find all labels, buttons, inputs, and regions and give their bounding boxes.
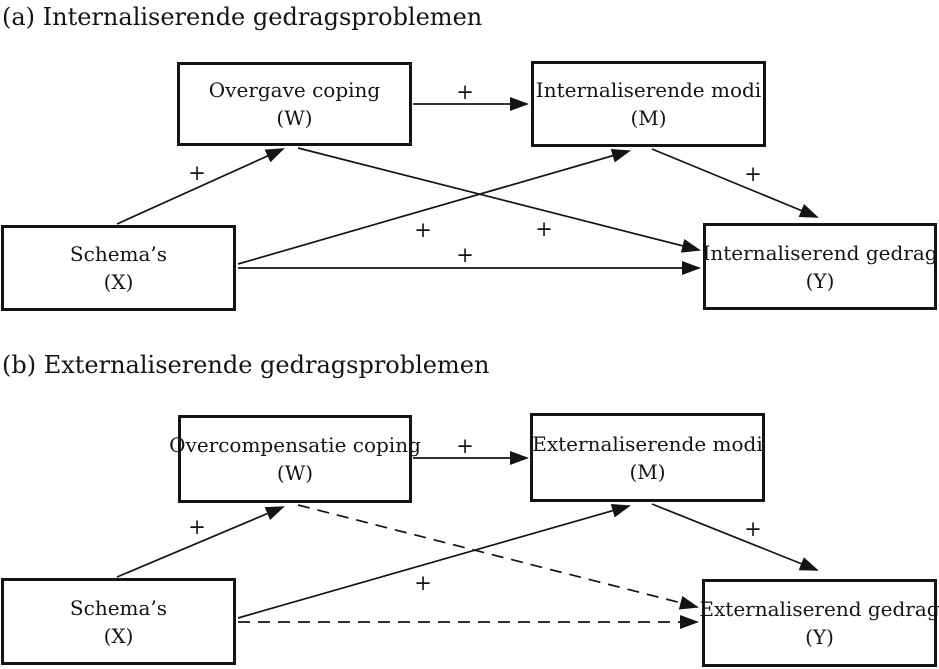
panel-a-box-x-schemas: Schema’s (X) (1, 225, 236, 311)
box-label: Overgave coping (208, 78, 381, 102)
panel-b-sign-m-to-y: + (744, 517, 762, 541)
box-symbol: (M) (630, 106, 667, 130)
box-symbol: (X) (103, 623, 134, 648)
box-symbol: (W) (276, 106, 313, 130)
panel-b-sign-w-to-m: + (456, 434, 474, 458)
box-symbol: (W) (276, 461, 314, 485)
box-label: Schema’s (69, 242, 168, 266)
box-symbol: (M) (629, 459, 666, 484)
panel-a-box-y-internaliserend-gedrag: Internaliserend gedrag (Y) (702, 223, 938, 310)
panel-a-arrow-m-to-y (651, 148, 819, 218)
panel-b-arrow-x-to-w (116, 506, 285, 578)
box-symbol: (X) (103, 270, 134, 294)
panel-b-arrow-x-to-m (237, 503, 631, 619)
panel-a-sign-x-to-w: + (188, 161, 206, 185)
box-label: Internaliserend gedrag (702, 240, 938, 265)
panel-b-arrow-w-to-y-dashed (297, 504, 699, 610)
box-label: Internaliserende modi (535, 78, 762, 102)
box-label: Schema’s (69, 595, 168, 620)
panel-b-box-m-externaliserende-modi: Externaliserende modi (M) (530, 413, 765, 502)
panel-a-sign-w-to-y: + (535, 217, 553, 241)
panel-b-arrow-m-to-y (651, 503, 819, 571)
box-label: Overcompensatie coping (169, 433, 421, 457)
panel-a-sign-m-to-y: + (744, 162, 762, 186)
panel-b-box-w-overcompensatie-coping: Overcompensatie coping (W) (169, 415, 421, 503)
panel-b-box-y-externaliserend-gedrag: Externaliserend gedrag (Y) (699, 579, 939, 667)
panel-a-box-w-overgave-coping: Overgave coping (W) (177, 62, 412, 146)
panel-b-sign-x-to-w: + (188, 515, 206, 539)
panel-a-box-m-internaliserende-modi: Internaliserende modi (M) (531, 61, 766, 147)
box-label: Externaliserend gedrag (699, 597, 939, 621)
panel-b-box-x-schemas: Schema’s (X) (1, 578, 236, 665)
panel-a-arrow-x-to-m (237, 148, 631, 265)
panel-b-sign-x-to-m: + (414, 571, 432, 595)
panel-a-arrow-w-to-y (297, 147, 701, 253)
panel-a-sign-w-to-m: + (456, 80, 474, 104)
panel-a-title: (a) Internaliserende gedragsproblemen (2, 3, 483, 31)
panel-a-sign-x-to-m: + (414, 218, 432, 242)
box-label: Externaliserende modi (532, 431, 763, 456)
box-symbol: (Y) (805, 268, 835, 293)
box-symbol: (Y) (805, 625, 834, 649)
panel-a-arrow-x-to-w (116, 148, 285, 225)
panel-a-sign-x-to-y: + (456, 243, 474, 267)
panel-b-title: (b) Externaliserende gedragsproblemen (2, 351, 490, 379)
